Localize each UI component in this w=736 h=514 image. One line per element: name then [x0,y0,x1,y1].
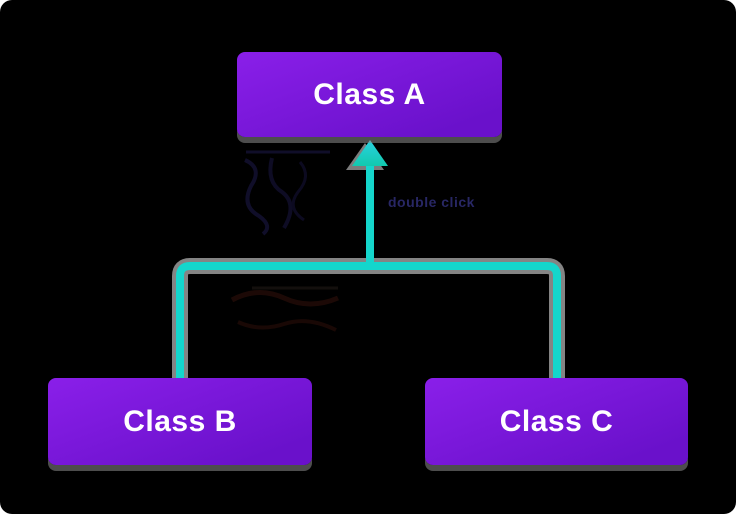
node-class-c: Class C [425,378,688,465]
node-class-b-label: Class B [123,404,237,438]
arrowhead-up [352,140,388,166]
node-class-a-label: Class A [313,77,426,111]
connector-shadow [172,258,565,380]
node-class-c-label: Class C [499,404,614,438]
faint-scribble-upper [244,150,330,236]
connector-line [176,262,561,380]
arrowhead-shadow [346,143,384,170]
faint-scribble-lower [230,286,339,332]
node-class-b: Class B [48,378,312,465]
node-class-a: Class A [237,52,502,137]
edge-annotation: double click [388,194,475,210]
